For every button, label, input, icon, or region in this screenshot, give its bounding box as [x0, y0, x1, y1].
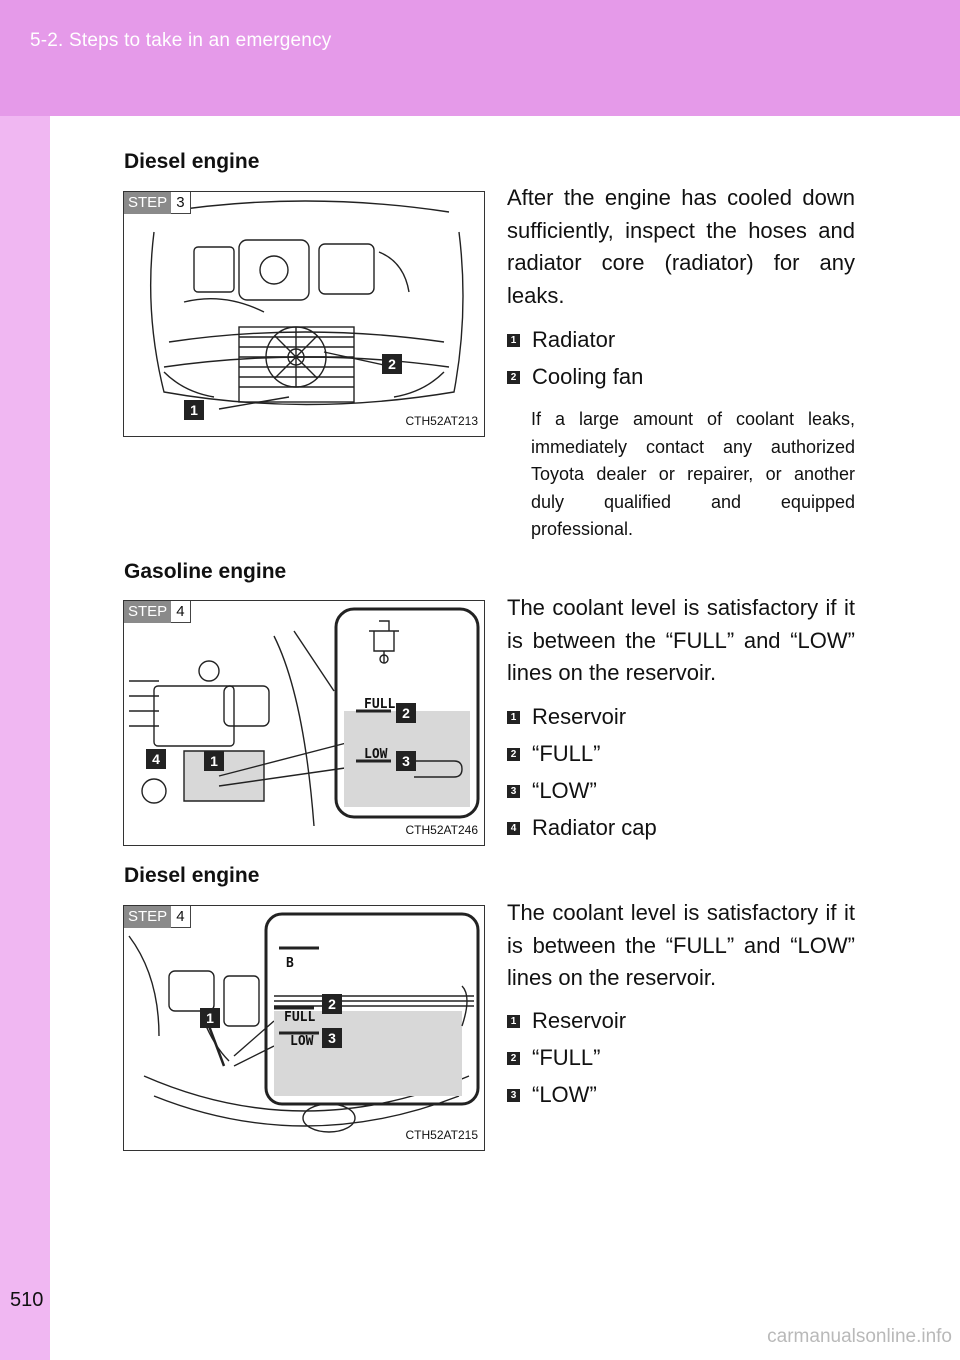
callout-1: 1 — [204, 751, 224, 771]
legend-item: 1 Reservoir — [507, 704, 626, 730]
figure-gasoline-reservoir: STEP 4 FULL LOW 2 3 1 4 CTH52AT246 — [123, 600, 485, 846]
figure-diesel-reservoir: STEP 4 B FULL LOW 2 3 1 CTH52AT215 — [123, 905, 485, 1151]
legend-number: 3 — [507, 784, 520, 798]
low-mark-label: LOW — [364, 747, 388, 762]
legend-number: 4 — [507, 821, 520, 835]
legend-label: Reservoir — [532, 704, 627, 729]
step-number: 3 — [171, 192, 191, 214]
step-label: STEP — [124, 906, 172, 928]
callout-2: 2 — [382, 354, 402, 374]
page-header: 5-2. Steps to take in an emergency — [0, 0, 960, 116]
step-number: 4 — [171, 906, 191, 928]
step-badge: STEP 4 — [124, 601, 191, 623]
legend-item: 2 Cooling fan — [507, 364, 643, 390]
legend-number: 3 — [507, 1088, 520, 1102]
full-mark-label: FULL — [284, 1010, 316, 1025]
legend-item: 2 “FULL” — [507, 1045, 600, 1071]
instruction-text: The coolant level is satisfactory if it … — [507, 900, 855, 990]
side-margin-strip — [0, 116, 50, 1360]
b-mark-label: B — [286, 956, 294, 971]
page-number: 510 — [10, 1289, 44, 1311]
warning-note: If a large amount of coolant leaks, imme… — [531, 409, 855, 539]
low-mark-label: LOW — [290, 1034, 314, 1049]
callout-1: 1 — [184, 400, 204, 420]
legend-label: “FULL” — [532, 741, 601, 766]
legend-number: 1 — [507, 710, 520, 724]
legend-item: 1 Reservoir — [507, 1008, 626, 1034]
callout-2: 2 — [322, 994, 342, 1014]
legend-number: 2 — [507, 747, 520, 761]
legend-label: “LOW” — [532, 778, 597, 803]
legend-number: 1 — [507, 333, 520, 347]
section-breadcrumb: 5-2. Steps to take in an emergency — [30, 30, 332, 51]
figure-code: CTH52AT215 — [405, 1128, 478, 1142]
legend-label: “FULL” — [532, 1045, 601, 1070]
full-mark-label: FULL — [364, 697, 396, 712]
section-heading-diesel-step4: Diesel engine — [124, 864, 260, 887]
figure-code: CTH52AT213 — [405, 414, 478, 428]
section-heading-gasoline-step4: Gasoline engine — [124, 560, 287, 583]
legend-number: 1 — [507, 1014, 520, 1028]
legend-item: 4 Radiator cap — [507, 815, 657, 841]
instruction-text: The coolant level is satisfactory if it … — [507, 595, 855, 685]
step-label: STEP — [124, 601, 172, 623]
legend-label: Cooling fan — [532, 364, 644, 389]
legend-item: 3 “LOW” — [507, 778, 597, 804]
legend-item: 1 Radiator — [507, 327, 615, 353]
callout-3: 3 — [322, 1028, 342, 1048]
step-number: 4 — [171, 601, 191, 623]
callout-2: 2 — [396, 703, 416, 723]
legend-number: 2 — [507, 1051, 520, 1065]
callout-4: 4 — [146, 749, 166, 769]
reservoir-illustration — [128, 912, 480, 1133]
legend-number: 2 — [507, 370, 520, 384]
step-badge: STEP 3 — [124, 192, 191, 214]
legend-label: Reservoir — [532, 1008, 627, 1033]
callout-3: 3 — [396, 751, 416, 771]
section-heading-diesel-step3: Diesel engine — [124, 150, 260, 173]
figure-diesel-radiator: STEP 3 1 2 CTH52AT213 — [123, 191, 485, 437]
instruction-text: After the engine has cooled down suffici… — [507, 185, 855, 308]
step-label: STEP — [124, 192, 172, 214]
watermark: carmanualsonline.info — [767, 1326, 952, 1347]
figure-code: CTH52AT246 — [405, 823, 478, 837]
engine-bay-illustration — [149, 200, 464, 410]
callout-1: 1 — [200, 1008, 220, 1028]
reservoir-illustration — [129, 607, 480, 827]
legend-item: 2 “FULL” — [507, 741, 600, 767]
legend-label: “LOW” — [532, 1082, 597, 1107]
legend-label: Radiator cap — [532, 815, 657, 840]
step-badge: STEP 4 — [124, 906, 191, 928]
legend-label: Radiator — [532, 327, 616, 352]
legend-item: 3 “LOW” — [507, 1082, 597, 1108]
